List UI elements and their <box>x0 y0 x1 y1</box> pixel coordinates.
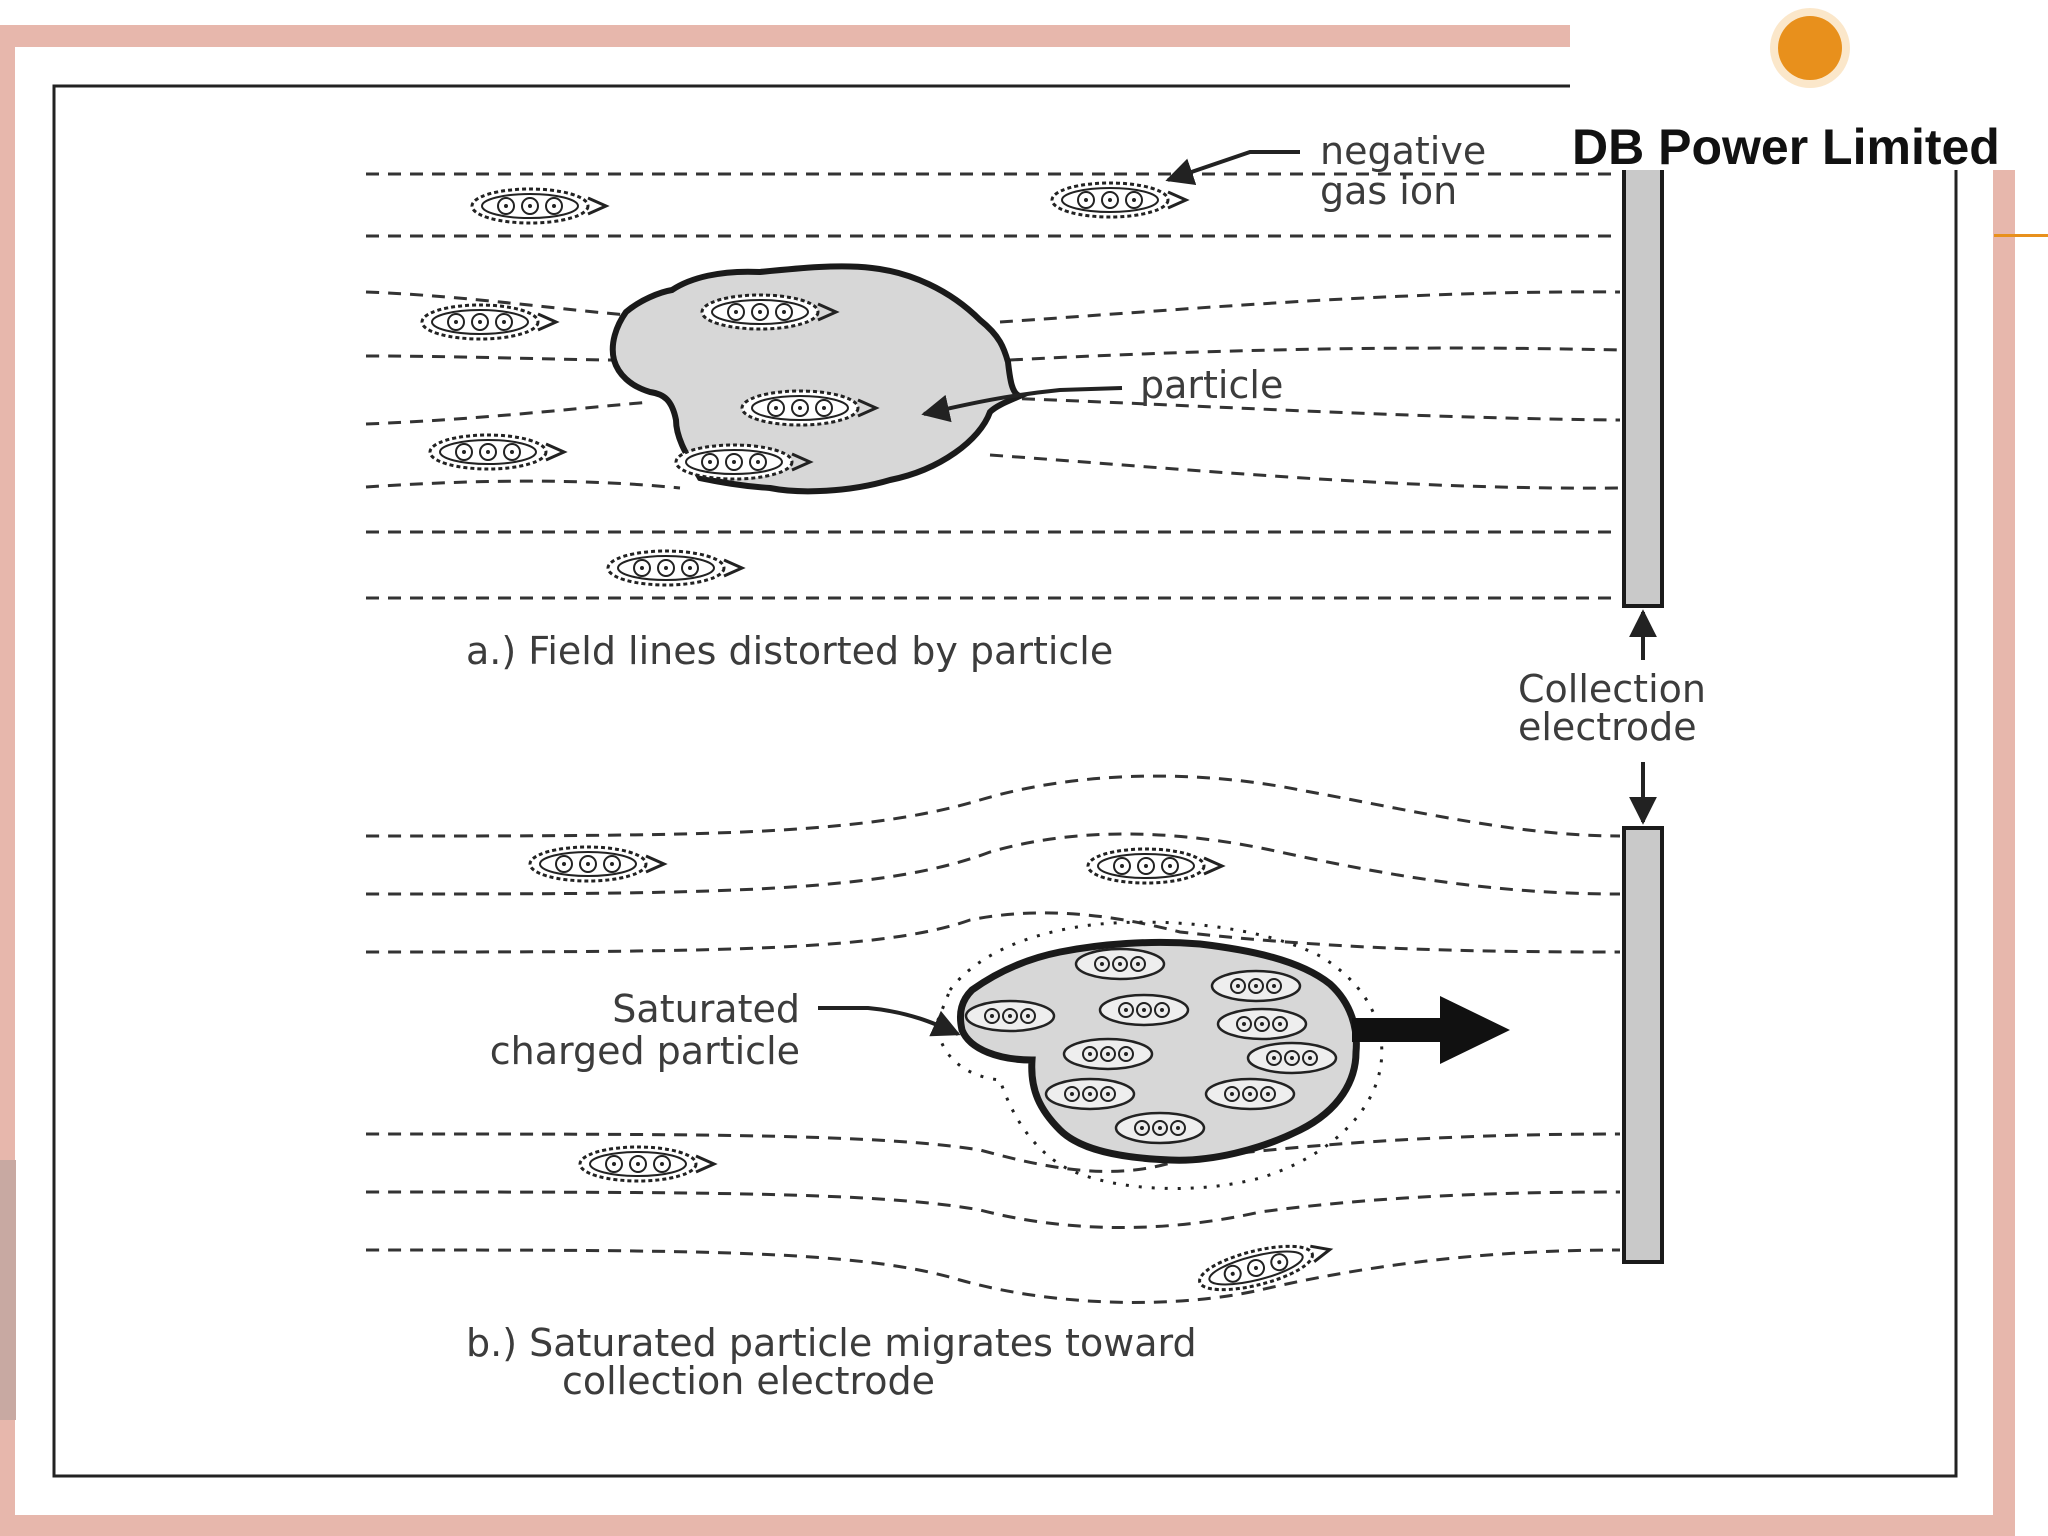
saturated-label-line1: Saturated <box>612 987 800 1031</box>
panel-b <box>365 774 1621 1304</box>
collection-electrode-label-line1: Collection <box>1518 667 1706 711</box>
field-line <box>365 400 651 426</box>
company-name: DB Power Limited <box>1572 119 2000 175</box>
negative-gas-ion-label-line2: gas ion <box>1320 169 1457 213</box>
collection-electrode-label-line2: electrode <box>1518 705 1697 749</box>
field-line <box>1009 346 1621 362</box>
caption-b-line1: b.) Saturated particle migrates toward <box>466 1321 1197 1365</box>
slide-frame <box>0 25 2015 1536</box>
field-line <box>989 453 1621 490</box>
collection-electrode-bottom <box>1622 826 1664 1264</box>
particle-pointer <box>921 386 1123 423</box>
sun-logo-icon <box>1770 8 1850 88</box>
saturated-particle-pointer <box>818 1006 961 1037</box>
accent-line <box>1994 234 2048 237</box>
charge-halo <box>936 920 1384 1190</box>
saturated-label-line2: charged particle <box>490 1029 800 1073</box>
particle-label: particle <box>1140 363 1283 407</box>
collection-electrode-top <box>1622 166 1664 608</box>
field-line <box>365 1132 1621 1173</box>
field-line <box>365 354 621 362</box>
field-line <box>365 774 1621 838</box>
migration-arrow <box>1352 996 1510 1064</box>
field-line <box>999 290 1621 324</box>
field-line <box>365 1248 1621 1304</box>
field-line <box>365 290 641 318</box>
particle-blob <box>609 263 1030 495</box>
panel-a <box>365 172 1621 600</box>
caption-a: a.) Field lines distorted by particle <box>466 629 1113 673</box>
field-line <box>365 832 1621 896</box>
field-line <box>365 1190 1621 1230</box>
caption-b-line2: collection electrode <box>562 1359 935 1403</box>
field-line <box>365 479 681 490</box>
gas-ion-pointer <box>1165 150 1300 186</box>
field-line <box>365 911 1621 954</box>
field-line <box>999 396 1621 422</box>
negative-gas-ion-label-line1: negative <box>1320 129 1486 173</box>
